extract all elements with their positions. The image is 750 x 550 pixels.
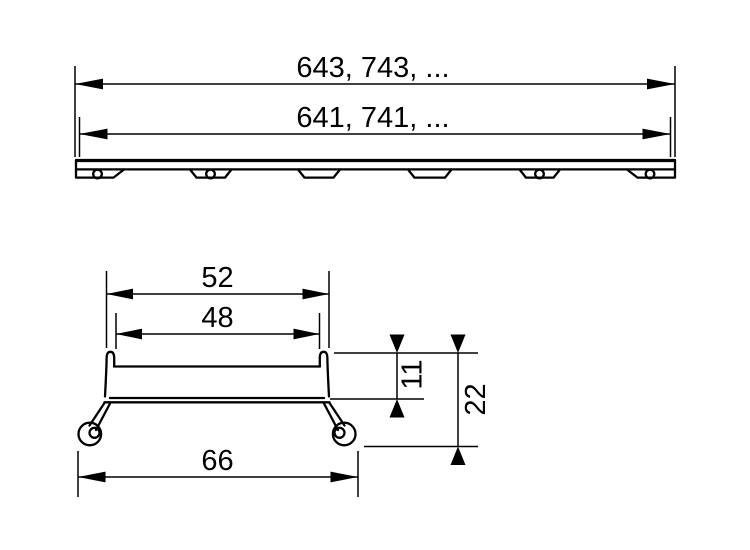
dimension-label-inner-width: 48 [201, 302, 233, 334]
dimension-label-outer-width: 52 [201, 262, 233, 294]
arrowhead-right [647, 78, 675, 90]
tab-hole [92, 168, 103, 180]
arrowhead-right [642, 128, 671, 140]
arrowhead-bottom [389, 399, 405, 418]
right-lip-and-wall [318, 350, 331, 398]
dimension-outer-width: 52 [105, 262, 330, 348]
side-view: 643, 743, ... 641, 741, ... [74, 52, 677, 180]
tab-hole [644, 168, 656, 180]
left-eyelet-outer [77, 421, 103, 447]
cross-section-view: 52 48 66 11 [77, 262, 492, 497]
dimension-label-total-height: 22 [460, 383, 492, 415]
arrowhead-left [116, 328, 142, 340]
dimension-label-inner-length: 641, 741, ... [296, 102, 449, 134]
arrowhead-right [302, 288, 329, 300]
dimension-label-overall-length: 643, 743, ... [296, 52, 449, 84]
left-eyelet-hole [88, 426, 101, 439]
right-foot-outer [328, 401, 346, 427]
mounting-tab [406, 168, 453, 179]
tab-hole [534, 168, 545, 180]
right-eyelet-hole [333, 426, 346, 439]
arrowhead-top [389, 334, 405, 353]
tab-hole [205, 168, 216, 180]
arrowhead-left [78, 471, 106, 483]
dimension-total-height: 22 [364, 334, 492, 465]
arrowhead-right [293, 328, 320, 340]
dimension-label-base-width: 66 [201, 445, 233, 477]
arrowhead-right [330, 471, 358, 483]
arrowhead-left [79, 128, 108, 140]
dimension-inner-length: 641, 741, ... [78, 102, 672, 157]
right-eyelet-outer [331, 421, 357, 447]
mounting-tab [625, 168, 677, 179]
dimension-label-channel-depth: 11 [397, 359, 429, 389]
left-foot-outer [88, 401, 106, 427]
dimension-channel-depth: 11 [330, 334, 478, 418]
arrowhead-bottom [450, 446, 466, 465]
mounting-tab [296, 168, 342, 179]
arrowhead-left [75, 78, 103, 90]
arrowhead-top [450, 334, 466, 353]
dimension-base-width: 66 [77, 445, 359, 497]
channel-profile-section [77, 350, 357, 447]
dimension-overall-length: 643, 743, ... [74, 52, 676, 157]
channel-profile-side [74, 158, 677, 180]
dimension-inner-width: 48 [115, 302, 321, 349]
left-lip-and-wall [103, 350, 116, 398]
arrowhead-left [106, 288, 133, 300]
